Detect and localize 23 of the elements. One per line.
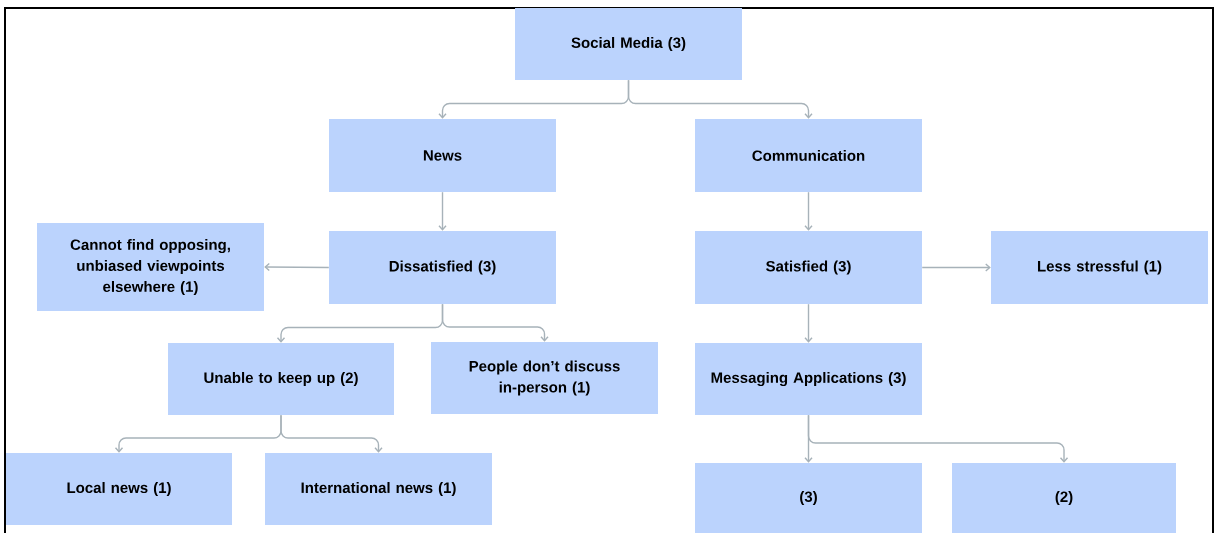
arrow — [627, 79, 813, 119]
category-box: International news (1) — [265, 453, 492, 525]
arrow — [264, 262, 330, 272]
category-box: Local news (1) — [6, 453, 232, 525]
arrow — [804, 303, 813, 343]
category-box: News — [329, 119, 556, 192]
category-box: Less stressful (1) — [991, 231, 1208, 304]
category-box: Messaging Applications (3) — [695, 343, 922, 415]
category-box: Communication — [695, 119, 922, 192]
arrow — [921, 263, 991, 272]
category-box: People don’t discuss in-person (1) — [431, 342, 658, 414]
category-box: Social Media (3) — [515, 8, 742, 80]
category-box: Dissatisfied (3) — [329, 231, 556, 304]
category-box: Satisfied (3) — [695, 231, 922, 304]
category-box: Cannot find opposing, unbiased viewpoints elsewhere (1) — [37, 223, 264, 311]
category-box: Unable to keep up (2) — [168, 343, 394, 415]
arrow — [441, 303, 549, 342]
category-box: (3) — [695, 463, 922, 533]
arrow — [438, 191, 447, 231]
arrow — [804, 191, 813, 231]
category-box: (2) — [952, 463, 1176, 533]
arrow — [807, 414, 1069, 463]
arrow — [280, 414, 383, 453]
